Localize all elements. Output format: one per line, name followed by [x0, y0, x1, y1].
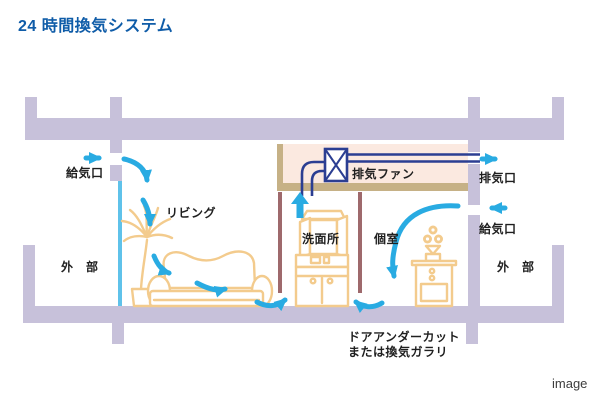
label-door-undercut-line2: または換気ガラリ — [348, 345, 449, 359]
page-title: 24 時間換気システム — [18, 18, 174, 35]
right-wall-lower — [468, 215, 480, 306]
airflow-arrow-under-door-right — [353, 299, 385, 314]
roof-slab — [25, 118, 564, 140]
label-exterior-left: 外 部 — [61, 260, 99, 274]
building-structure — [23, 97, 564, 344]
airflow-arrows — [83, 152, 508, 314]
label-private-room: 個室 — [374, 232, 400, 246]
roof-stub-outer-left — [25, 97, 37, 119]
label-supply-inlet-left: 給気口 — [66, 166, 104, 180]
airflow-arrow-to-sofa — [151, 253, 172, 276]
label-door-undercut: ドアアンダーカット または換気ガラリ — [348, 330, 460, 360]
airflow-arrow-under-door-left — [254, 297, 288, 312]
ceiling-edge-left — [277, 144, 283, 191]
partition-wall-left — [278, 192, 282, 293]
label-exhaust-outlet: 排気口 — [479, 171, 517, 185]
roof-stub-inner-right — [468, 97, 480, 119]
ceiling-board — [277, 183, 468, 191]
right-wall-above-duct — [468, 140, 480, 152]
floor-stub-left — [112, 323, 124, 344]
exterior-wall-right — [552, 245, 564, 306]
watermark: image — [552, 376, 588, 391]
label-door-undercut-line1: ドアアンダーカット — [348, 330, 461, 344]
airflow-arrow-private-room — [386, 203, 461, 279]
label-exterior-right: 外 部 — [497, 260, 535, 274]
exhaust-fan-icon — [323, 147, 349, 183]
roof-stub-outer-right — [552, 97, 564, 119]
airflow-arrow-entry-curve — [121, 156, 152, 183]
sofa-icon — [146, 250, 274, 308]
airflow-up-arrow — [291, 192, 309, 218]
duct-pipe — [300, 153, 480, 196]
label-exhaust-fan: 排気ファン — [352, 167, 415, 181]
right-wall-mid — [468, 164, 480, 205]
left-wall-below-inlet — [110, 165, 122, 181]
label-washroom: 洗面所 — [302, 232, 340, 246]
left-wall-above-inlet — [110, 140, 122, 153]
window-pane — [118, 181, 122, 306]
floor-stub-right — [466, 323, 478, 344]
label-supply-inlet-right: 給気口 — [479, 222, 517, 236]
label-living-room: リビング — [166, 206, 217, 220]
vanity-icon — [294, 209, 350, 308]
nightstand-icon — [410, 225, 458, 308]
airflow-arrow-down — [140, 197, 156, 227]
roof-stub-inner-left — [110, 97, 122, 119]
exterior-wall-left — [23, 245, 35, 306]
airflow-arrow-across-sofa — [194, 280, 228, 298]
floor-slab — [23, 306, 564, 323]
partition-wall-right — [358, 192, 362, 293]
